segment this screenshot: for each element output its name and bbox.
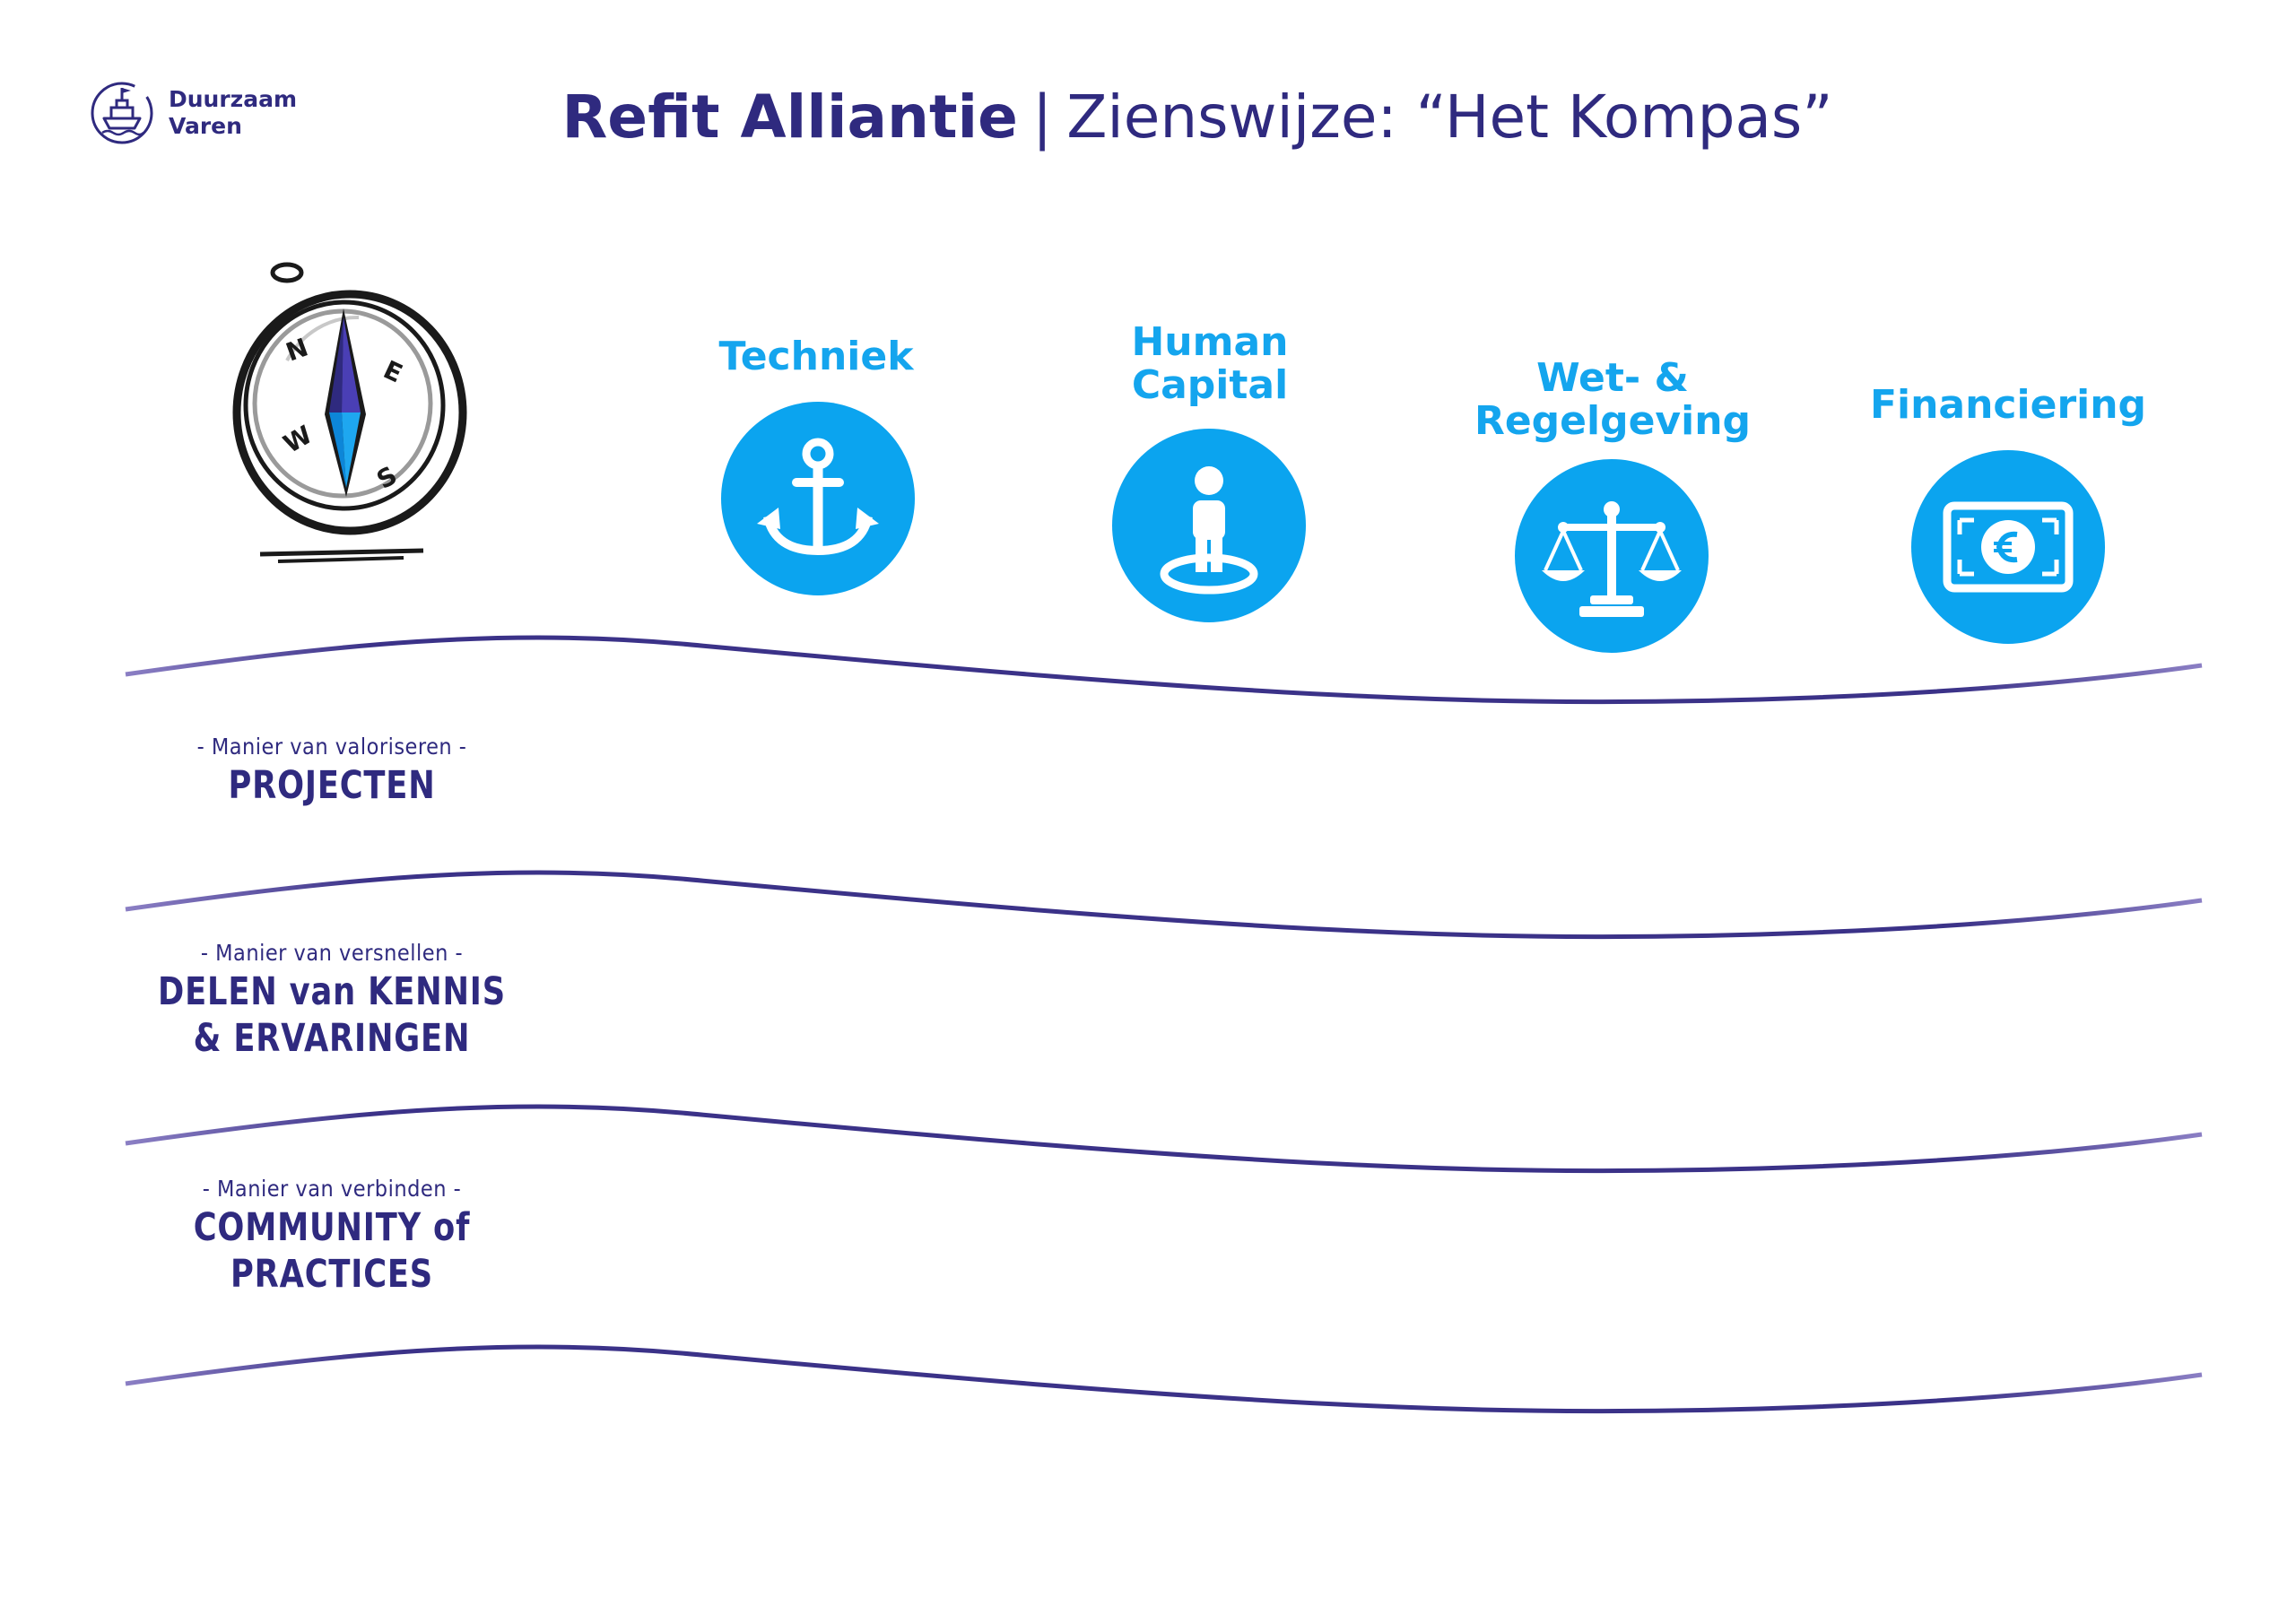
scales-icon	[1542, 501, 1682, 617]
page-title: Refit Alliantie|Zienswijze: “Het Kompas”	[0, 77, 2296, 158]
wave-line-3	[125, 1104, 2203, 1173]
logo-line-2: Varen	[169, 113, 242, 139]
financiering-icon-circle	[1911, 450, 2105, 644]
banknote-icon	[1943, 501, 2074, 593]
row-label-projecten: - Manier van valoriseren - PROJECTEN	[108, 732, 556, 809]
techniek-icon-circle	[721, 402, 915, 595]
column-header-line: Financiering	[1869, 382, 2147, 428]
column-header-human-capital: Human Capital	[1048, 321, 1371, 407]
row-title-line: PROJECTEN	[228, 763, 436, 808]
ship-logo-icon	[91, 82, 153, 144]
human-capital-icon-circle	[1112, 429, 1306, 622]
row-title-line: & ERVARINGEN	[193, 1016, 471, 1061]
row-subtitle: - Manier van verbinden -	[202, 1176, 462, 1202]
title-separator: |	[1031, 83, 1053, 152]
row-label-delen-van-kennis: - Manier van versnellen - DELEN van KENN…	[108, 938, 556, 1062]
column-header-line: Capital	[1131, 362, 1289, 408]
row-subtitle: - Manier van valoriseren -	[196, 734, 467, 760]
title-light: Zienswijze: “Het Kompas”	[1066, 83, 1833, 152]
column-header-financiering: Financiering	[1847, 384, 2170, 427]
wave-line-4	[125, 1344, 2203, 1413]
compass-illustration: N E S W	[232, 262, 467, 563]
column-header-line: Regelgeving	[1474, 398, 1752, 444]
anchor-icon	[757, 438, 879, 556]
wet-regelgeving-icon-circle	[1515, 459, 1709, 653]
wave-line-1	[125, 635, 2203, 704]
column-header-line: Techniek	[718, 334, 914, 379]
column-header-line: Human	[1131, 319, 1289, 365]
title-bold: Refit Alliantie	[561, 83, 1018, 152]
row-title-line: COMMUNITY of	[193, 1205, 471, 1250]
column-header-line: Wet- &	[1536, 355, 1689, 401]
column-header-wet-regelgeving: Wet- & Regelgeving	[1451, 357, 1774, 443]
duurzaam-varen-logo: Duurzaam Varen	[88, 79, 297, 147]
logo-line-1: Duurzaam	[169, 86, 298, 112]
row-subtitle: - Manier van versnellen -	[200, 940, 464, 966]
column-header-techniek: Techniek	[655, 335, 978, 378]
row-title-line: PRACTICES	[230, 1252, 434, 1297]
row-label-community-of-practices: - Manier van verbinden - COMMUNITY of PR…	[108, 1174, 556, 1298]
person-icon	[1160, 466, 1258, 595]
wave-line-2	[125, 870, 2203, 939]
row-title-line: DELEN van KENNIS	[158, 969, 506, 1014]
